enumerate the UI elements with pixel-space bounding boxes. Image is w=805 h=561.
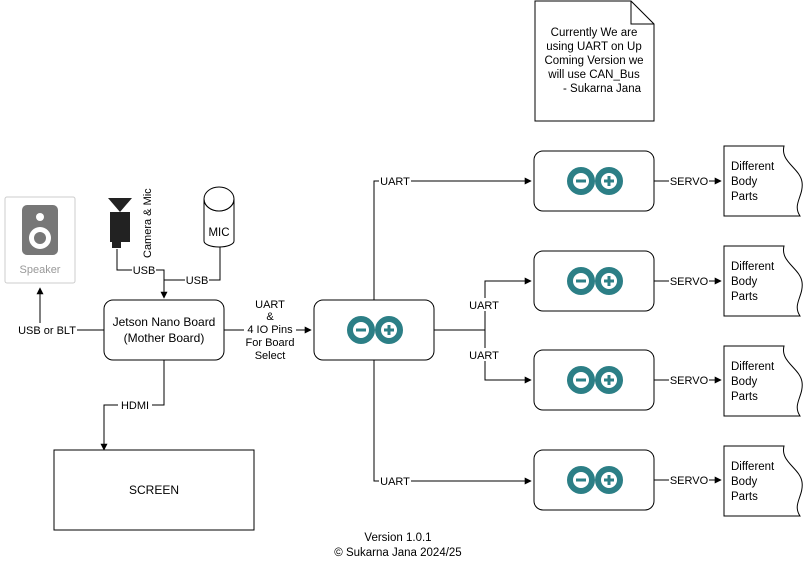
speaker-node: Speaker — [4, 196, 76, 284]
edge-label-uart-3: UART — [469, 350, 499, 362]
note-line-2: using UART on Up — [546, 41, 641, 53]
body-parts-1: Different Body Parts — [723, 145, 803, 217]
arduino-board-2 — [533, 250, 655, 312]
body-parts-3: Different Body Parts — [723, 345, 803, 417]
jetson-title: Jetson Nano Board — [113, 315, 216, 329]
body-parts-4-line-2: Body — [731, 476, 757, 488]
body-parts-2-line-1: Different — [731, 261, 775, 273]
body-parts-4-line-1: Different — [731, 461, 775, 473]
edge-label-uart-main-5: Select — [255, 350, 286, 362]
screen-box: SCREEN — [53, 449, 255, 531]
jetson-board: Jetson Nano Board (Mother Board) — [103, 299, 225, 361]
edge-label-servo-2: SERVO — [670, 276, 709, 288]
edge-label-servo-1: SERVO — [670, 176, 709, 188]
jetson-subtitle: (Mother Board) — [124, 331, 205, 345]
edge-label-uart-main-3: 4 IO Pins — [247, 324, 293, 336]
note-line-3: Coming Version we — [544, 55, 643, 67]
body-parts-1-line-3: Parts — [731, 191, 758, 203]
mic-icon — [203, 186, 235, 248]
edge-label-usb-camera: USB — [133, 265, 156, 277]
footer: Version 1.0.1 © Sukarna Jana 2024/25 — [334, 532, 461, 559]
camera-label: Camera & Mic — [142, 188, 154, 258]
body-parts-2: Different Body Parts — [723, 245, 803, 317]
speaker-icon — [22, 205, 58, 255]
edge-label-servo-4: SERVO — [670, 475, 709, 487]
body-parts-2-line-2: Body — [731, 276, 757, 288]
mic-label: MIC — [208, 227, 229, 239]
camera-node: Camera & Mic — [108, 188, 154, 258]
note-box: Currently We are using UART on Up Coming… — [534, 0, 655, 122]
edge-label-servo-3: SERVO — [670, 375, 709, 387]
body-parts-3-line-3: Parts — [731, 391, 758, 403]
edge-label-uart-2: UART — [469, 300, 499, 312]
edge-label-uart-main-1: UART — [255, 299, 285, 311]
edge-label-uart-1: UART — [380, 176, 410, 188]
screen-label: SCREEN — [129, 483, 179, 497]
arduino-board-4 — [533, 449, 655, 511]
body-parts-3-line-2: Body — [731, 376, 757, 388]
body-parts-4-line-3: Parts — [731, 491, 758, 503]
edge-label-uart-4: UART — [380, 476, 410, 488]
body-parts-1-line-2: Body — [731, 176, 757, 188]
arduino-board-1 — [533, 150, 655, 212]
body-parts-4: Different Body Parts — [723, 445, 803, 517]
edge-label-usb-mic: USB — [186, 275, 209, 287]
arduino-board-3 — [533, 349, 655, 411]
note-line-5: - Sukarna Jana — [563, 83, 642, 95]
edge-label-usb-blt: USB or BLT — [18, 325, 76, 337]
body-parts-1-line-1: Different — [731, 161, 775, 173]
edge-labels: USB or BLT USB USB HDMI UART & 4 IO Pins… — [17, 174, 709, 488]
edge-label-uart-main-4: For Board — [246, 337, 295, 349]
footer-copyright: © Sukarna Jana 2024/25 — [334, 547, 461, 559]
speaker-label: Speaker — [20, 264, 61, 276]
edge-label-hdmi: HDMI — [121, 400, 149, 412]
note-line-4: will use CAN_Bus — [547, 69, 640, 81]
main-arduino-board — [313, 299, 435, 361]
mic-node: MIC — [203, 186, 235, 248]
camera-icon — [108, 198, 132, 248]
footer-version: Version 1.0.1 — [364, 532, 431, 544]
edge-label-uart-main-2: & — [266, 311, 274, 323]
note-line-1: Currently We are — [551, 27, 638, 39]
body-parts-3-line-1: Different — [731, 361, 775, 373]
body-parts-2-line-3: Parts — [731, 291, 758, 303]
